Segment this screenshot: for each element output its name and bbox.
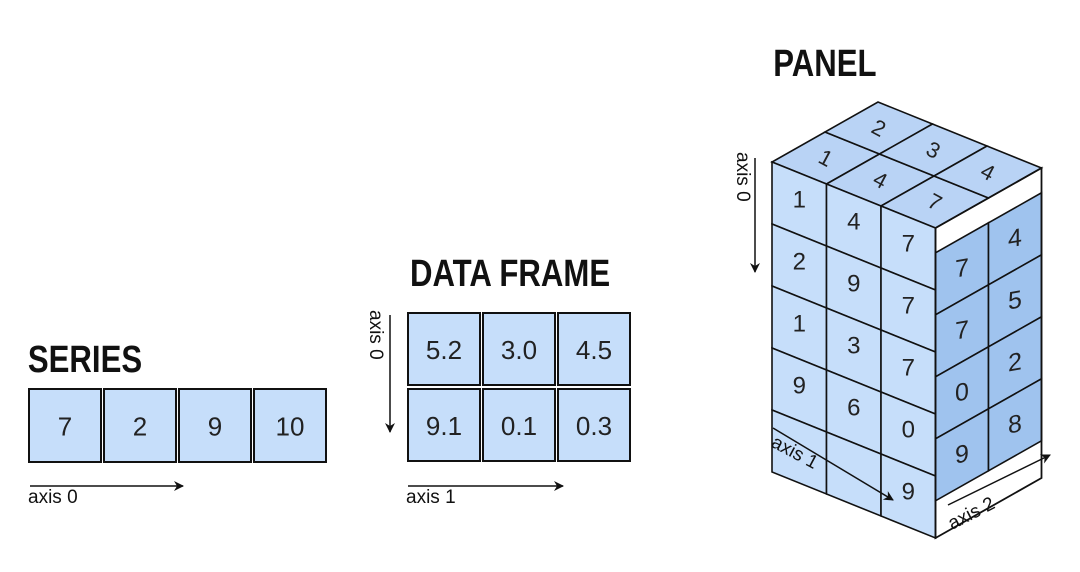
panel-front-value: 3 xyxy=(847,333,860,360)
series-cells: 7 2 9 10 xyxy=(28,388,327,463)
dataframe-title: DATA FRAME xyxy=(410,253,610,295)
panel-front-value: 7 xyxy=(902,293,915,320)
series-title: SERIES xyxy=(28,339,142,381)
panel-front-value: 2 xyxy=(793,249,806,276)
panel-front-value: 1 xyxy=(793,311,806,338)
dataframe-cell xyxy=(407,388,481,462)
panel-front-value: 1 xyxy=(793,187,806,214)
dataframe-cell xyxy=(557,312,631,386)
panel-axis-0-label: axis 0 xyxy=(732,152,753,202)
series-axis-label: axis 0 xyxy=(28,487,78,508)
panel-right-value: 7 xyxy=(955,315,969,345)
dataframe-cell-value: 3.0 xyxy=(501,335,537,365)
dataframe-cells: 5.2 3.0 4.5 9.1 0.1 0.3 xyxy=(407,312,631,462)
panel-front-value: 6 xyxy=(847,395,860,422)
dataframe-axis-0-label: axis 0 xyxy=(365,310,386,360)
panel-right-value: 7 xyxy=(955,253,969,283)
panel-front-value: 9 xyxy=(902,479,915,506)
dataframe-cell xyxy=(557,388,631,462)
series-cell-value: 7 xyxy=(58,412,72,442)
dataframe-group: DATA FRAME 5.2 3.0 4.5 9.1 0.1 0.3 axis 0 axi… xyxy=(365,253,631,508)
series-cell-value: 10 xyxy=(276,412,305,442)
panel-front-value: 0 xyxy=(902,417,915,444)
panel-right-value: 4 xyxy=(1008,223,1022,253)
panel-front-value: 7 xyxy=(902,355,915,382)
panel-right-value: 9 xyxy=(955,439,969,469)
panel-axis-1-arrow xyxy=(772,427,894,501)
series-cell xyxy=(178,388,252,463)
dataframe-cell-value: 4.5 xyxy=(576,335,612,365)
panel-front-value: 9 xyxy=(793,373,806,400)
panel-right-outline xyxy=(934,166,1043,540)
series-cell xyxy=(103,388,177,463)
dataframe-cell-value: 0.3 xyxy=(576,411,612,441)
panel-front-value: 7 xyxy=(902,231,915,258)
dataframe-axis-1-label: axis 1 xyxy=(406,487,456,508)
dataframe-cell xyxy=(407,312,481,386)
dataframe-cell-value: 0.1 xyxy=(501,411,537,441)
panel-right-value: 0 xyxy=(955,377,969,407)
panel-axis-2-arrow xyxy=(947,454,1051,506)
panel-right-value: 8 xyxy=(1008,409,1022,439)
panel-right-value: 5 xyxy=(1008,285,1022,315)
dataframe-cell-value: 9.1 xyxy=(426,411,462,441)
panel-front-value: 9 xyxy=(847,271,860,298)
panel-right-value: 2 xyxy=(1008,347,1022,377)
series-cell-value: 9 xyxy=(208,412,222,442)
series-cell xyxy=(253,388,327,463)
dataframe-cell xyxy=(482,312,556,386)
panel-title: PANEL xyxy=(773,43,876,85)
panel-front-value: 4 xyxy=(847,209,860,236)
series-group: SERIES 7 2 9 10 axis 0 xyxy=(28,339,327,508)
panel-axis-2-label: axis 2 xyxy=(945,493,999,534)
dataframe-cell xyxy=(482,388,556,462)
series-cell-value: 2 xyxy=(133,412,147,442)
series-cell xyxy=(28,388,102,463)
dataframe-cell-value: 5.2 xyxy=(426,335,462,365)
